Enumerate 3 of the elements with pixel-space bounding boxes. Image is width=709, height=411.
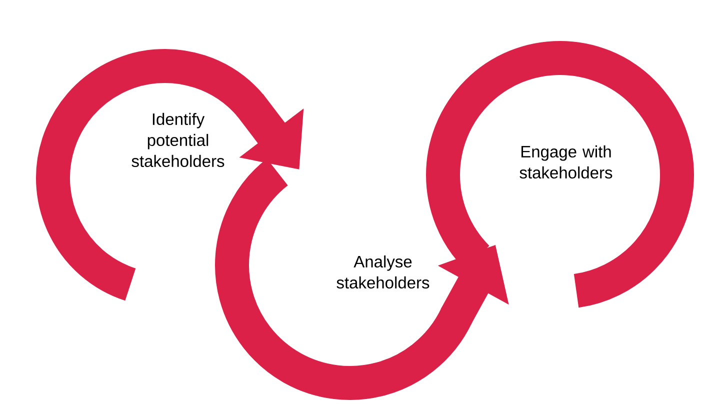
step-label: Analyse stakeholders [336, 255, 430, 289]
step-label: Identify potential stakeholders [132, 112, 224, 168]
step-label: Engage with stakeholders [520, 145, 612, 179]
